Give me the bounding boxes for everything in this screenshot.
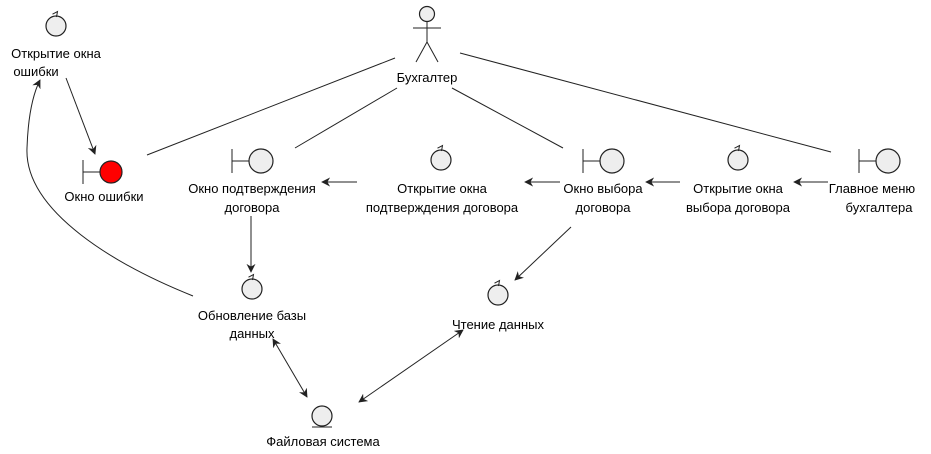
boundary-icon <box>582 148 625 174</box>
boundary-label-line2: бухгалтера <box>846 200 914 215</box>
control-open-confirm-window: Открытие окна подтверждения договора <box>366 144 519 215</box>
control-label-line2: ошибки <box>13 64 58 79</box>
control-open-error-window: Открытие окна ошибки <box>11 10 102 79</box>
control-icon <box>241 273 263 300</box>
arrow-open-error-to-error-window <box>65 77 97 155</box>
control-icon <box>727 144 749 171</box>
boundary-select-window: Окно выбора договора <box>563 148 643 215</box>
boundary-label: Окно ошибки <box>64 189 143 204</box>
boundary-error-window: Окно ошибки <box>64 160 144 204</box>
control-label-line1: Открытие окна <box>693 181 783 196</box>
control-label-line1: Обновление базы <box>198 308 306 323</box>
entity-icon <box>311 405 333 428</box>
arrow-update-db-to-open-error <box>26 79 194 297</box>
actor-associations <box>146 52 832 156</box>
control-label-line2: подтверждения договора <box>366 200 519 215</box>
control-icon <box>45 10 67 37</box>
error-indicator <box>99 160 123 184</box>
entity-file-system: Файловая система <box>266 405 380 449</box>
control-update-database: Обновление базы данных <box>198 273 306 341</box>
flow-arrows <box>26 77 828 403</box>
boundary-label-line2: договора <box>576 200 632 215</box>
boundary-label-line1: Окно подтверждения <box>188 181 316 196</box>
boundary-label-line2: договора <box>225 200 281 215</box>
boundary-icon <box>82 160 123 184</box>
boundary-confirm-window: Окно подтверждения договора <box>188 148 316 215</box>
association-actor-error-window <box>146 57 396 156</box>
control-label-line2: выбора договора <box>686 200 791 215</box>
control-icon <box>487 279 509 306</box>
arrow-update-db-file-system <box>272 338 308 398</box>
actor-accountant: Бухгалтер <box>397 5 458 85</box>
control-open-select-window: Открытие окна выбора договора <box>686 144 791 215</box>
actor-label: Бухгалтер <box>397 70 458 85</box>
stick-figure-actor-icon <box>413 5 441 63</box>
control-read-data: Чтение данных <box>452 279 545 332</box>
association-actor-main-menu <box>459 52 832 153</box>
control-icon <box>430 144 452 171</box>
boundary-icon <box>231 148 274 174</box>
control-label-line1: Открытие окна <box>11 46 101 61</box>
control-label-line2: данных <box>229 326 275 341</box>
boundary-label-line1: Главное меню <box>829 181 916 196</box>
entity-label: Файловая система <box>266 434 380 449</box>
association-actor-select-window <box>451 87 564 149</box>
arrow-select-window-to-read-data <box>514 226 572 281</box>
arrow-read-data-file-system <box>358 329 464 403</box>
association-actor-confirm-window <box>294 87 398 149</box>
control-label: Чтение данных <box>452 317 545 332</box>
boundary-icon <box>858 148 901 174</box>
control-label-line1: Открытие окна <box>397 181 487 196</box>
boundary-label-line1: Окно выбора <box>563 181 643 196</box>
boundary-main-menu: Главное меню бухгалтера <box>829 148 916 215</box>
